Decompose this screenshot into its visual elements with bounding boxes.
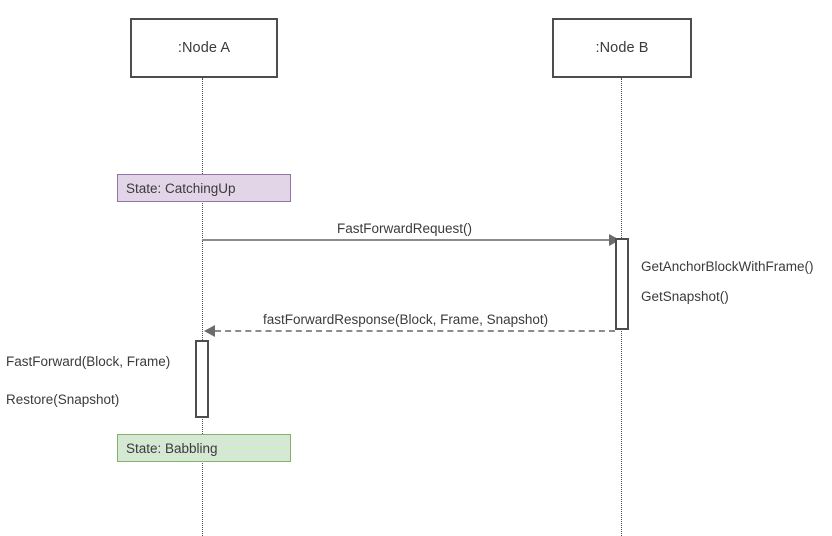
participant-node-a[interactable]: :Node A xyxy=(130,18,278,78)
self-call-label-restore: Restore(Snapshot) xyxy=(6,392,120,407)
state-babbling-label: State: Babbling xyxy=(126,440,218,456)
state-box-babbling[interactable]: State: Babbling xyxy=(117,434,291,462)
state-box-catching-up[interactable]: State: CatchingUp xyxy=(117,174,291,202)
state-catching-up-label: State: CatchingUp xyxy=(126,180,236,196)
message-arrowhead-fast-forward-response xyxy=(204,325,215,337)
message-label-fast-forward-request: FastForwardRequest() xyxy=(337,221,473,236)
activation-bar-node-a xyxy=(195,340,209,418)
self-call-label-fast-forward: FastForward(Block, Frame) xyxy=(6,354,171,369)
self-call-label-get-anchor-block-with-frame: GetAnchorBlockWithFrame() xyxy=(641,259,814,274)
message-line-fast-forward-response xyxy=(215,330,615,332)
participant-node-a-label: :Node A xyxy=(177,40,231,56)
lifeline-node-a xyxy=(202,78,203,536)
message-line-fast-forward-request xyxy=(202,239,609,241)
message-arrowhead-fast-forward-request xyxy=(609,234,620,246)
activation-bar-node-b xyxy=(615,238,629,330)
participant-node-b[interactable]: :Node B xyxy=(552,18,692,78)
self-call-label-get-snapshot: GetSnapshot() xyxy=(641,289,729,304)
participant-node-b-label: :Node B xyxy=(595,40,649,56)
message-label-fast-forward-response: fastForwardResponse(Block, Frame, Snapsh… xyxy=(263,312,549,327)
